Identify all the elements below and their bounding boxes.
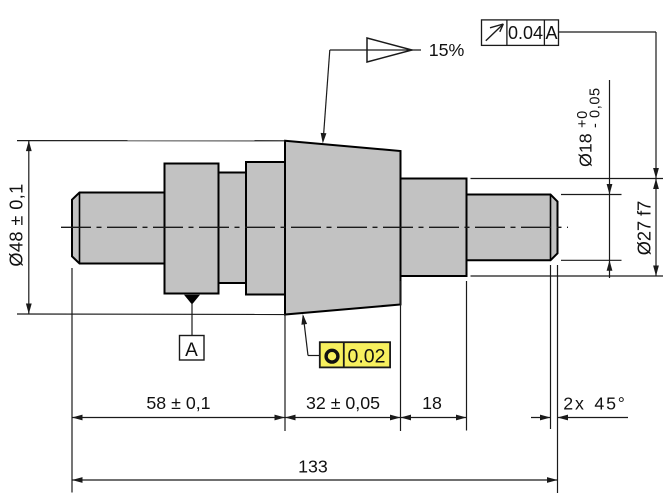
svg-text:Ø18: Ø18 <box>576 133 596 167</box>
svg-text:Ø27 f7: Ø27 f7 <box>635 201 655 256</box>
svg-text:15%: 15% <box>429 40 465 60</box>
svg-text:A: A <box>545 23 557 43</box>
svg-text:133: 133 <box>298 457 328 477</box>
svg-text:A: A <box>185 340 198 361</box>
svg-text:+0: +0 <box>575 110 591 128</box>
svg-text:Ø48 ± 0,1: Ø48 ± 0,1 <box>7 183 27 266</box>
svg-text:0.04: 0.04 <box>508 23 543 43</box>
svg-text:32 ± 0,05: 32 ± 0,05 <box>306 393 380 413</box>
svg-text:- 0,05: - 0,05 <box>588 87 604 128</box>
svg-text:58 ± 0,1: 58 ± 0,1 <box>146 393 210 413</box>
svg-text:0.02: 0.02 <box>348 345 386 367</box>
svg-text:2x 45°: 2x 45° <box>563 394 626 414</box>
svg-text:18: 18 <box>422 393 442 413</box>
